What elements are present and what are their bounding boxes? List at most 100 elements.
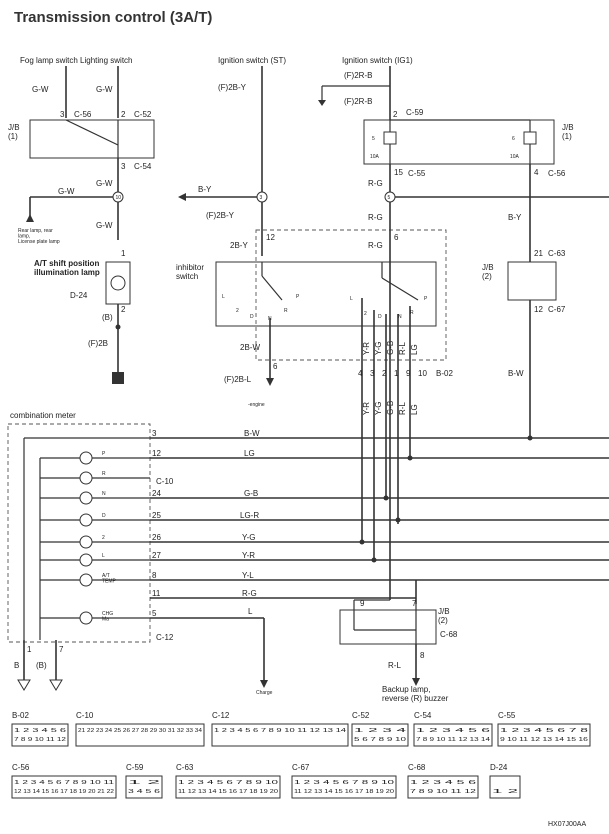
connector-c10-label: C-10 [156, 477, 174, 486]
diagram-code: HX07J00AA [548, 821, 586, 828]
connector-table-row: 7 8 9 10 11 12 [14, 737, 66, 743]
fuse-5-label: 5 [372, 136, 375, 142]
meter-lamp-icon [79, 611, 93, 625]
inh-pos-d: D [378, 314, 382, 320]
wire-v-yr-top: Y-R [362, 342, 371, 355]
connector-table-row: 1 2 [128, 780, 161, 786]
wire-f2b-l: (F)2B-L [224, 375, 252, 384]
inhibitor-dashed-area [255, 229, 447, 361]
connector-table-box [497, 723, 591, 747]
connector-table-label: C-63 [176, 763, 194, 772]
inh-pos-r: R [410, 310, 414, 316]
connector-table-box [211, 723, 349, 747]
meter-lamp-icon [79, 513, 93, 527]
meter-pin-8: 8 [152, 571, 157, 580]
connector-c56-label: C-56 [74, 110, 92, 119]
connector-table-row: 7 8 9 10 11 12 13 14 [416, 737, 490, 743]
meter-lamp-label: P [102, 451, 106, 457]
wire-rg-2: R-G [368, 213, 383, 222]
wire-f2b: (F)2B [88, 339, 108, 348]
pin-12: 12 [266, 233, 275, 242]
wire-v-rl-top: R-L [398, 342, 407, 355]
backup-lamp-label: Backup lamp,reverse (R) buzzer [382, 685, 449, 703]
connector-table-label: D-24 [490, 763, 508, 772]
inh-pos-l: L [350, 296, 353, 302]
connector-b02-label: B-02 [436, 369, 453, 378]
connector-table-box [489, 775, 521, 799]
meter-pin-5: 5 [152, 609, 157, 618]
connector-table-row: 1 2 3 4 5 6 7 8 9 10 [178, 780, 279, 786]
connector-table-box [125, 775, 163, 799]
wire-v-lg-bot: LG [410, 404, 419, 415]
st-pos-d: D [250, 314, 254, 320]
connector-table-label: C-56 [12, 763, 30, 772]
wire-v-yr-bot: Y-R [362, 402, 371, 415]
meter-pin-7: 7 [59, 645, 64, 654]
connector-c56b-label: C-56 [548, 169, 566, 178]
combination-meter-label: combination meter [10, 411, 76, 420]
inhibitor-switch-box [215, 261, 437, 327]
wire-gw-4: G-W [58, 187, 75, 196]
combination-meter-box [7, 423, 151, 643]
ign-ig1-label: Ignition switch (IG1) [342, 56, 413, 65]
meter-lamp-icon [79, 573, 93, 587]
meter-pin-26: 26 [152, 533, 161, 542]
wire-gw-5: G-W [96, 221, 113, 230]
wire-2b-y: 2B-Y [230, 241, 248, 250]
jb2-right-box [507, 261, 557, 301]
st-pos-2: 2 [236, 308, 239, 314]
connector-table-row: 9 10 11 12 13 14 15 16 [500, 737, 588, 743]
connector-table-row: 1 2 3 4 5 6 [410, 780, 477, 786]
wire-f2r-b-2: (F)2R-B [344, 97, 372, 106]
jb2-right-label: J/B(2) [482, 263, 494, 281]
wire-b-left: B [14, 661, 19, 670]
pin-2b: 2 [121, 305, 126, 314]
inh-pin-3: 3 [370, 369, 375, 378]
meter-lamp-label: N [102, 491, 106, 497]
connector-table-label: C-52 [352, 711, 370, 720]
wire-bw: B-W [244, 429, 260, 438]
wire-lgr: LG-R [240, 511, 259, 520]
fuse-10a-left: 10A [370, 154, 380, 160]
meter-lamp-icon [79, 451, 93, 465]
wire-b-w-right: B-W [508, 369, 524, 378]
wire-rg-3: R-G [368, 241, 383, 250]
fuse-10a-right: 10A [510, 154, 520, 160]
wire-gw-1: G-W [32, 85, 49, 94]
connector-table-label: C-10 [76, 711, 94, 720]
meter-pin-1: 1 [27, 645, 32, 654]
connector-c12-label: C-12 [156, 633, 174, 642]
connector-c68-label: C-68 [440, 630, 458, 639]
connector-table-row: 3 4 5 6 [128, 789, 160, 795]
connector-table-box [351, 723, 409, 747]
pin-12b: 12 [534, 305, 543, 314]
charge-label: Charge [256, 690, 273, 696]
connector-c67-label: C-67 [548, 305, 566, 314]
connector-d24-label: D-24 [70, 291, 88, 300]
wire-yl: Y-L [242, 571, 254, 580]
meter-lamp-label: R [102, 471, 106, 477]
connector-table-row: 1 2 3 4 5 6 7 8 9 10 11 12 13 14 [214, 728, 346, 734]
connector-table-box [175, 775, 281, 799]
pin-10-splice: 10 [116, 195, 122, 201]
meter-pin-3: 3 [152, 429, 157, 438]
connector-c52-label: C-52 [134, 110, 152, 119]
pin-6b: 6 [394, 233, 399, 242]
inh-pin-10: 10 [418, 369, 427, 378]
wire-v-lg-top: LG [410, 344, 419, 355]
wire-v-yg-bot: Y-G [374, 402, 383, 416]
connector-table-label: C-12 [212, 711, 230, 720]
pin-3-splice: 3 [260, 195, 263, 201]
jb-pin-9: 9 [360, 599, 365, 608]
connector-table-label: C-54 [414, 711, 432, 720]
wire-l: L [248, 607, 253, 616]
wire-b-y-right: B-Y [508, 213, 522, 222]
connector-table-box [11, 723, 69, 747]
wire-b-y: B-Y [198, 185, 212, 194]
connector-table-row: 5 6 7 8 9 10 [354, 737, 406, 743]
connector-table-row: 7 8 9 10 11 12 [410, 789, 476, 795]
meter-pin-12: 12 [152, 449, 161, 458]
